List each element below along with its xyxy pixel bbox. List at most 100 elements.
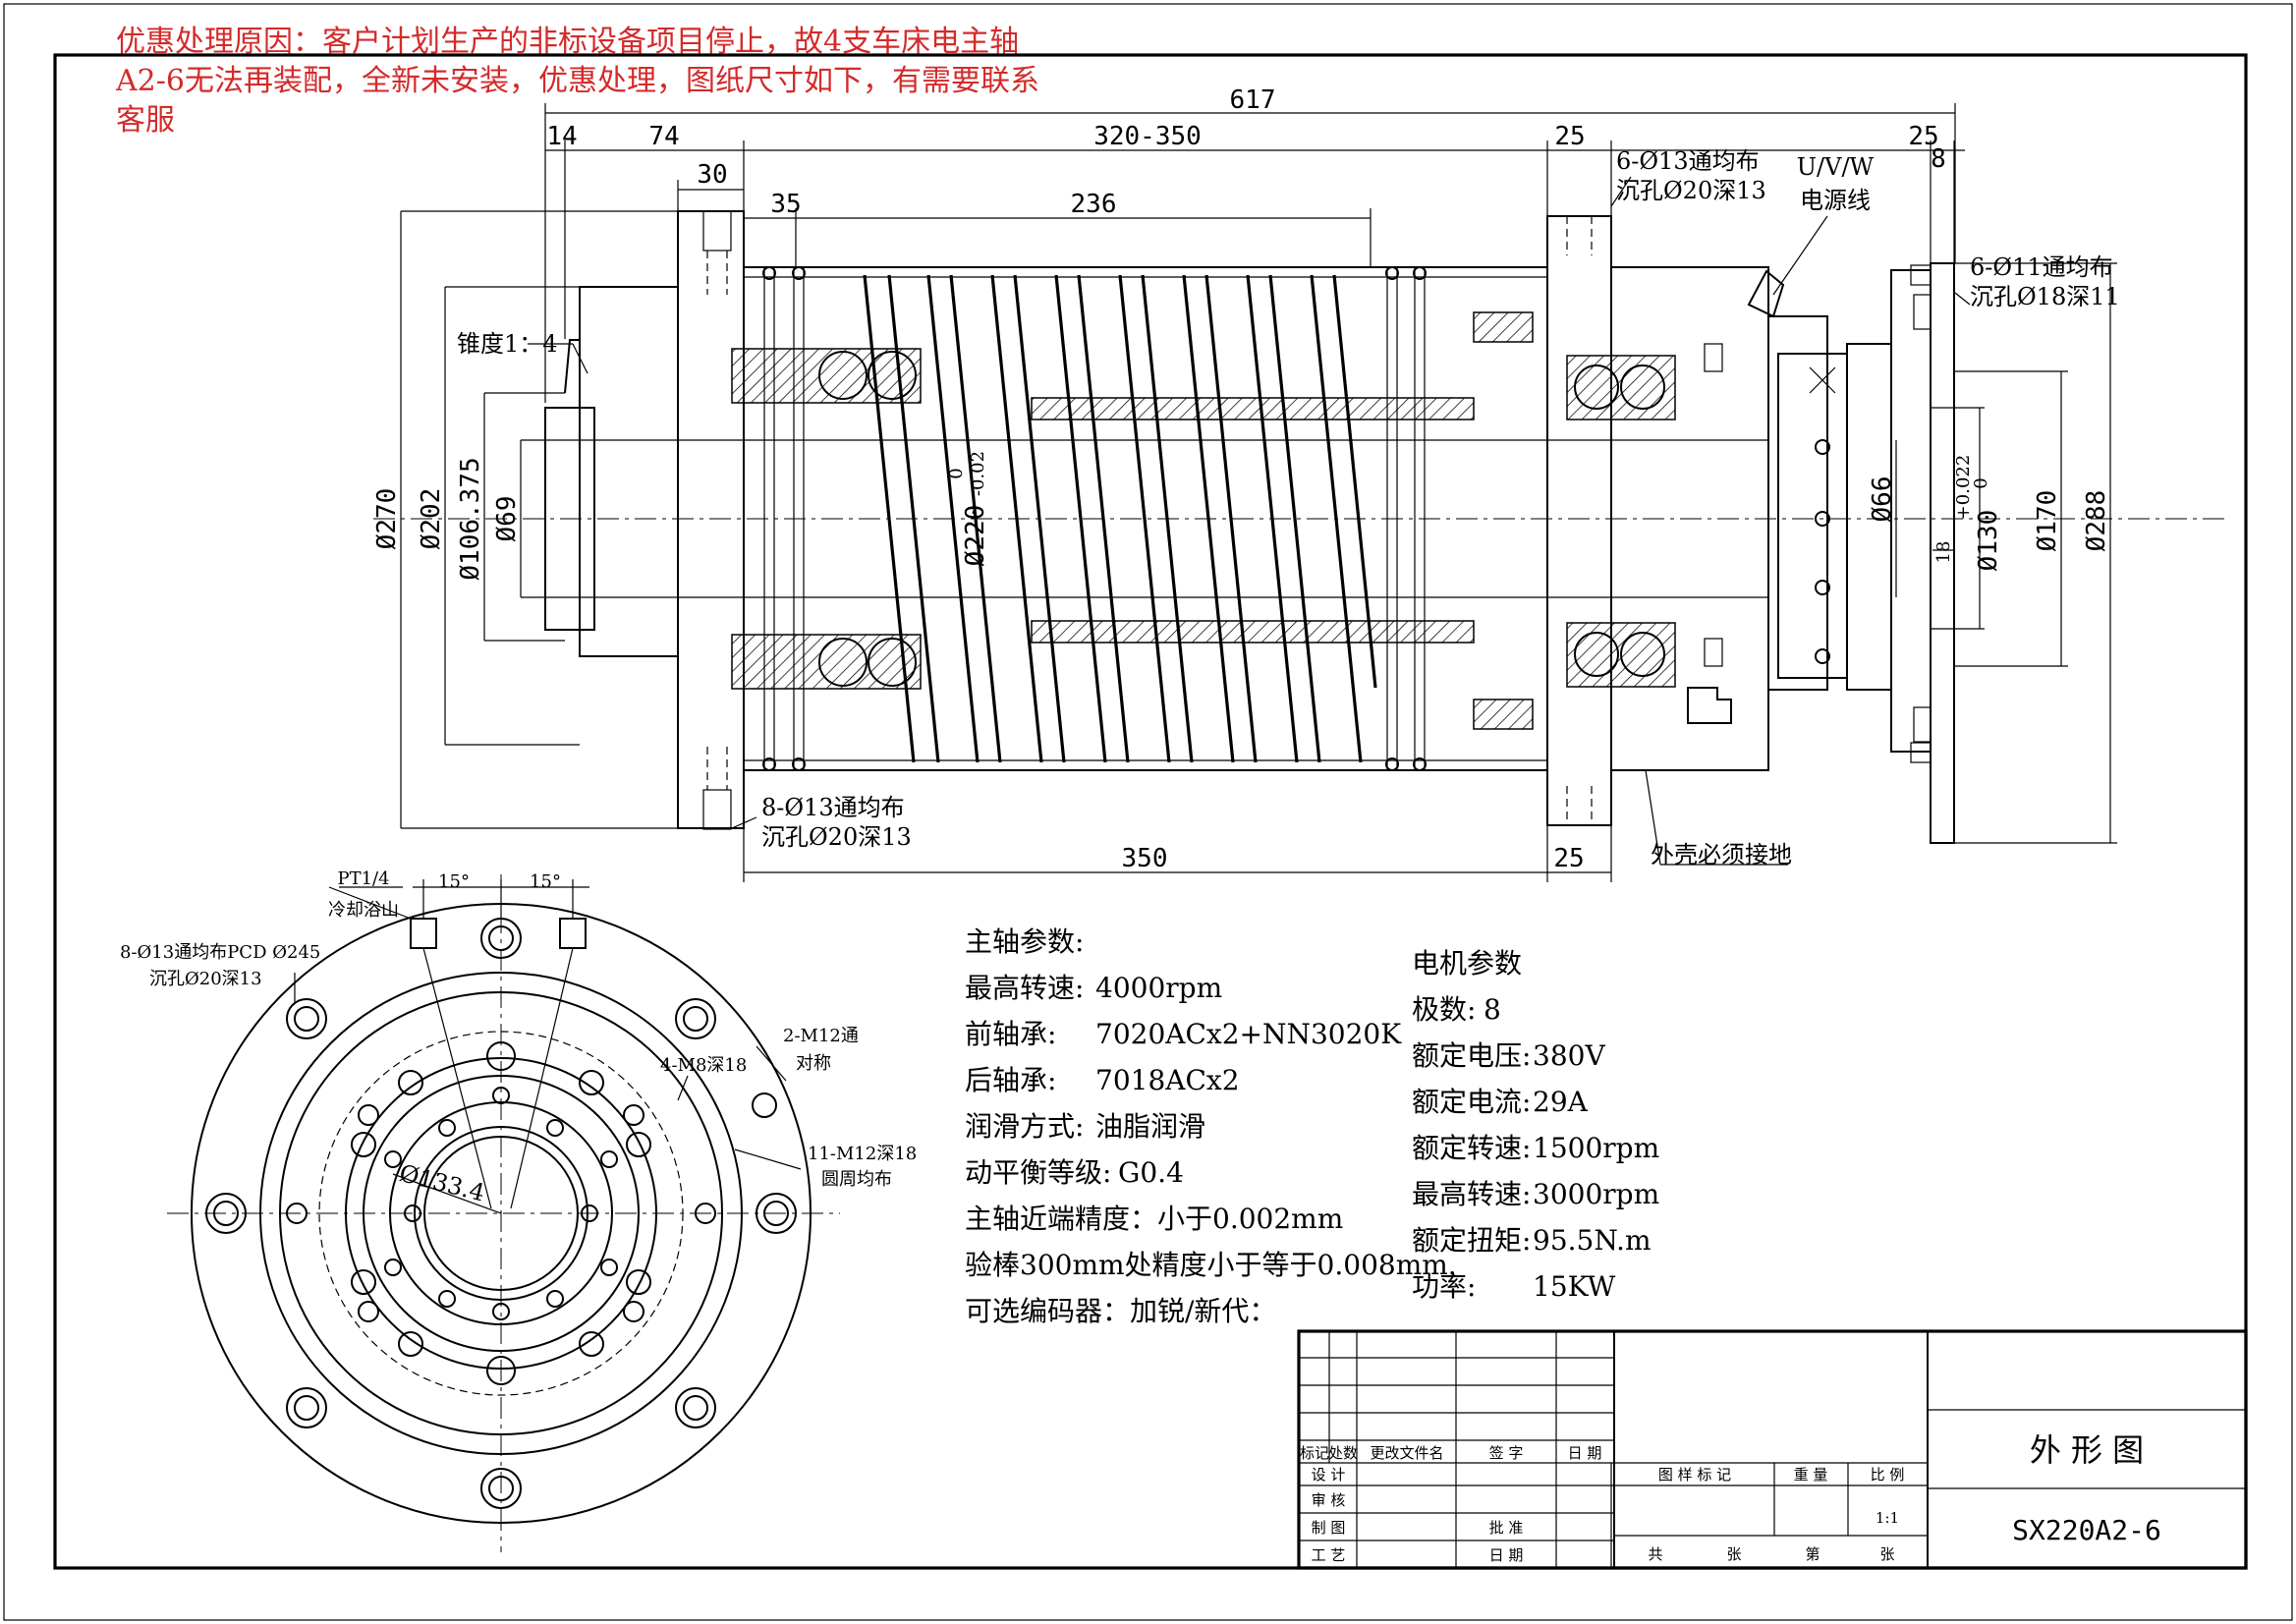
mounting-plate	[1930, 262, 1955, 844]
tb-drawing-title: 外 形 图	[2030, 1431, 2144, 1469]
spindle-param-label: 最高转速:	[965, 972, 1084, 1004]
dim-overall: 617	[1230, 85, 1276, 115]
dim-dia270: Ø270	[372, 488, 402, 550]
dim-25-right: 25	[1908, 122, 1938, 151]
note-holes-top-2: 沉孔Ø20深13	[1616, 177, 1766, 204]
end-plate	[1890, 269, 1932, 753]
motor-param-label: 额定电压:	[1412, 1039, 1531, 1072]
end-note-cooling: 冷却浴山	[328, 900, 399, 921]
spindle-param-value: 4000rpm	[1095, 972, 1222, 1004]
dim-236: 236	[1071, 190, 1117, 219]
dim-14: 14	[546, 122, 577, 151]
spindle-nose	[544, 407, 595, 631]
side-view: 617 14 74 320-350 25 25 8 30 35 236 350 …	[372, 85, 2230, 882]
motor-param-value: 3000rpm	[1533, 1178, 1659, 1210]
motor-param-label: 额定扭矩:	[1412, 1224, 1531, 1257]
spindle-param-label: 后轴承:	[965, 1064, 1056, 1096]
dim-dia170: Ø170	[2033, 490, 2062, 552]
power-cable-gland	[1747, 269, 1785, 318]
spindle-param-label: 润滑方式:	[965, 1110, 1084, 1143]
tb-scale-value: 1:1	[1876, 1509, 1899, 1527]
dim-30: 30	[697, 160, 727, 190]
front-flange	[677, 210, 745, 829]
encoder-housing	[1777, 353, 1848, 679]
tb-scale: 比 例	[1871, 1466, 1905, 1484]
notice-line-1: 优惠处理原因：客户计划生产的非标设备项目停止，故4支车床电主轴	[116, 25, 1019, 59]
motor-param-label: 额定电流:	[1412, 1086, 1531, 1118]
tb-header-count: 处数	[1328, 1444, 1358, 1462]
note-holes-right-2: 沉孔Ø18深11	[1970, 283, 2120, 310]
spindle-param-label: 动平衡等级:	[965, 1156, 1111, 1189]
dim-dia66: Ø66	[1868, 476, 1897, 523]
spindle-param-value: 7020ACx2+NN3020K	[1095, 1018, 1402, 1050]
tb-sheets: 张	[1726, 1545, 1741, 1563]
end-note-m12-1: 2-M12通	[783, 1026, 859, 1046]
end-note-m12b-2: 圆周均布	[821, 1169, 892, 1190]
front-bearing-bottom	[731, 634, 922, 690]
spindle-test-bar: 验棒300mm处精度小于等于0.008mm.	[965, 1249, 1457, 1281]
note-holes-top-1: 6-Ø13通均布	[1616, 147, 1760, 175]
tb-sheet-suffix: 张	[1879, 1545, 1894, 1563]
end-note-m8: 4-M8深18	[660, 1055, 747, 1076]
tb-approve: 批 准	[1489, 1519, 1524, 1537]
drawing-frame	[53, 53, 2248, 1570]
dim-18: 18	[1933, 541, 1954, 564]
spindle-param-value: 7018ACx2	[1095, 1064, 1240, 1096]
motor-params-title: 电机参数	[1412, 947, 1522, 980]
tb-role-process: 工 艺	[1312, 1546, 1346, 1564]
dim-dia220-tol-lower: -0.02	[968, 451, 988, 496]
tb-role-review: 审 核	[1312, 1491, 1346, 1509]
dim-dia106: Ø106.375	[456, 457, 485, 580]
motor-param-value: 1500rpm	[1533, 1132, 1659, 1164]
spindle-precision: 主轴近端精度：小于0.002mm	[965, 1203, 1343, 1235]
tb-sheet-no: 第	[1805, 1545, 1820, 1563]
sheet-border	[3, 3, 2293, 1621]
motor-param-label: 极数:	[1412, 993, 1476, 1026]
tb-drawing-mark: 图 样 标 记	[1658, 1466, 1731, 1484]
tb-date: 日 期	[1489, 1546, 1524, 1564]
dim-dia220: Ø220	[961, 505, 990, 567]
dim-8: 8	[1931, 144, 1946, 174]
sale-notice: 优惠处理原因：客户计划生产的非标设备项目停止，故4支车床电主轴 A2-6无法再装…	[115, 25, 1039, 138]
dim-dia202: Ø202	[417, 488, 446, 550]
spindle-param-value: G0.4	[1118, 1156, 1184, 1189]
dim-dia130-tol-upper: +0.022	[1953, 455, 1974, 521]
dim-dia288: Ø288	[2082, 490, 2111, 552]
dim-dia220-tol-upper: 0	[946, 468, 967, 478]
end-note-angle2: 15°	[530, 871, 561, 892]
motor-param-value: 15KW	[1533, 1270, 1616, 1303]
motor-param-value: 95.5N.m	[1533, 1224, 1652, 1257]
end-note-m12-2: 对称	[796, 1053, 831, 1074]
note-power-2: 电源线	[1800, 187, 1871, 214]
notice-line-3: 客服	[116, 103, 175, 138]
tb-header-mark: 标记	[1300, 1444, 1329, 1462]
tb-weight: 重 量	[1794, 1466, 1828, 1484]
note-holes-right-1: 6-Ø11通均布	[1970, 253, 2113, 281]
end-note-angle1: 15°	[438, 871, 470, 892]
title-block: 标记 处数 更改文件名 签 字 日 期 设 计 审 核 制 图 工 艺 批 准 …	[1297, 1329, 2248, 1570]
dim-74: 74	[648, 122, 679, 151]
spindle-encoder: 可选编码器：加锐/新代：	[965, 1295, 1276, 1327]
spindle-param-label: 前轴承:	[965, 1018, 1056, 1050]
tb-drawing-number: SX220A2-6	[2012, 1514, 2161, 1546]
cooling-spiral	[863, 274, 1377, 763]
tb-role-design: 设 计	[1312, 1466, 1346, 1484]
dim-dia130: Ø130	[1974, 510, 2003, 572]
end-view: PT1/4 冷却浴山 15° 15° 8-Ø13通均布PCD Ø245 沉孔Ø2…	[120, 868, 917, 1552]
note-taper: 锥度1：4	[457, 330, 558, 358]
dim-dia130-tol-lower: 0	[1971, 477, 1991, 488]
end-note-pcd-1: 8-Ø13通均布PCD Ø245	[120, 942, 320, 963]
motor-param-label: 功率:	[1412, 1270, 1476, 1303]
spindle-params: 主轴参数: 最高转速: 4000rpm 前轴承: 7020ACx2+NN3020…	[965, 925, 1457, 1327]
spindle-param-value: 油脂润滑	[1095, 1110, 1205, 1143]
tb-total: 共	[1648, 1545, 1662, 1563]
motor-param-value: 380V	[1533, 1039, 1605, 1072]
dimension-lines	[400, 103, 2117, 882]
front-bearing-top	[731, 348, 922, 404]
spindle-params-title: 主轴参数:	[965, 925, 1084, 958]
tb-header-sign: 签 字	[1489, 1444, 1524, 1462]
tb-role-draw: 制 图	[1312, 1519, 1346, 1537]
end-note-pt: PT1/4	[337, 868, 389, 889]
dim-25-top: 25	[1554, 122, 1585, 151]
